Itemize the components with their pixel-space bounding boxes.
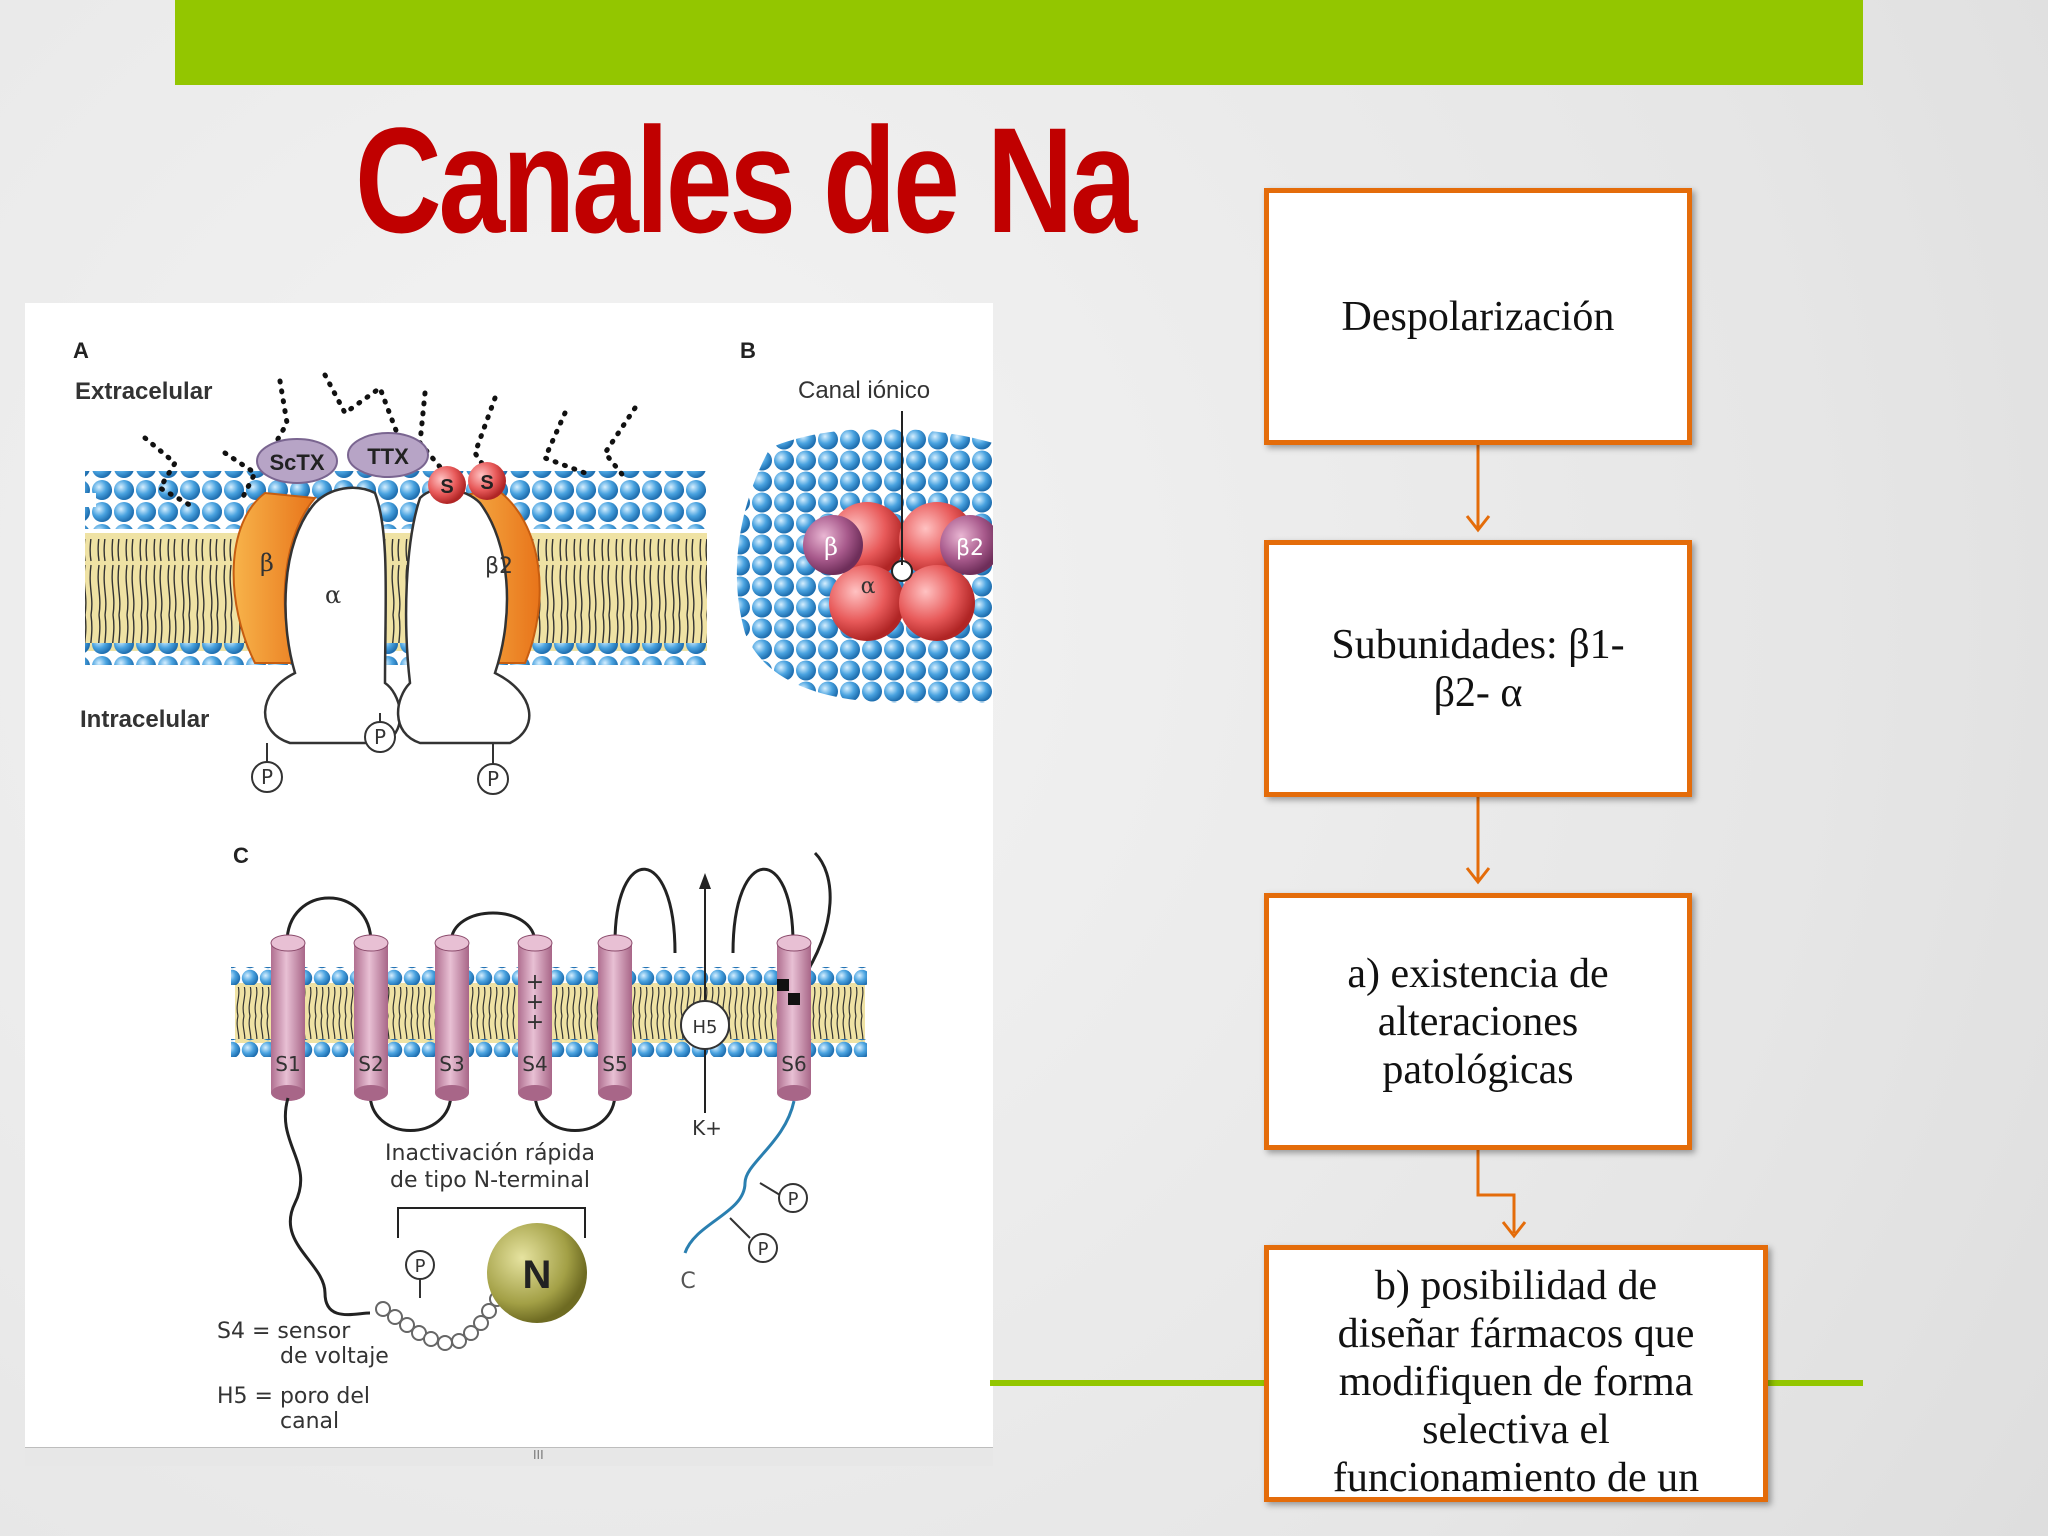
membrane-bilayer-a [85, 471, 707, 665]
flow-step-farmacos: b) posibilidad de diseñar fármacos que m… [1264, 1245, 1768, 1502]
segment-s1 [270, 934, 306, 1101]
segment-s3 [434, 934, 470, 1101]
step4-line-5: funcionamiento de un [1332, 1455, 1700, 1501]
pore-h5 [680, 873, 730, 1113]
disulfide-s-left [428, 466, 466, 504]
alpha-label-a: α [325, 581, 341, 609]
arrowhead-1-2 [1465, 515, 1491, 533]
beta-subunit [232, 491, 318, 664]
intracellular-label: Intracelular [80, 706, 209, 733]
segment-labels: S1 S2 S3 S4 S5 S6 + + + [275, 970, 806, 1076]
phospho-a-1: P [261, 765, 273, 789]
legend-s4-line-2: de voltaje [280, 1344, 389, 1369]
flow-step-despolarizacion: Despolarización [1264, 188, 1692, 445]
s3-label: S3 [439, 1052, 464, 1076]
s-label-right: S [480, 472, 493, 494]
phospho-c-n-label: P [415, 1256, 426, 1277]
step2-line-2: β2- α [1433, 669, 1523, 716]
sctx-label: ScTX [269, 450, 324, 475]
step3-line-1: a) existencia de [1347, 950, 1609, 997]
sodium-channel-figure: A Extracelular Intracelular β α β2 [25, 303, 993, 1455]
beta2-label-a: β2 [485, 554, 513, 579]
segment-s6 [776, 934, 812, 1101]
phospho-a-2: P [374, 725, 386, 749]
transmembrane-segments [270, 934, 812, 1101]
membrane-top-view-b [736, 411, 993, 703]
inactivation-bracket [397, 1207, 586, 1238]
s-label-left: S [440, 476, 453, 498]
beta-label-a: β [260, 549, 274, 577]
s2-label: S2 [358, 1052, 383, 1076]
s4-label: S4 [522, 1052, 547, 1076]
segment-s4 [517, 934, 553, 1101]
beta2-label-b: β2 [956, 536, 984, 561]
n-terminal-chain [283, 1097, 505, 1351]
step4-line-1: b) posibilidad de [1374, 1263, 1658, 1309]
step2-line-1: Subunidades: β1- [1331, 621, 1625, 668]
phospho-a-3: P [487, 767, 499, 791]
c-terminal-label: C [680, 1269, 695, 1294]
sctx-toxin [256, 438, 338, 484]
legend-s4-line-1: S4 = sensor [217, 1319, 351, 1344]
n-terminal-label: N [523, 1253, 552, 1297]
phospho-c-n [405, 1250, 435, 1280]
panel-a-letter: A [73, 338, 89, 363]
charge-1: + [526, 970, 544, 995]
panel-c-letter: C [233, 843, 249, 868]
legend-h5-line-2: canal [280, 1409, 339, 1434]
s6-label: S6 [781, 1052, 806, 1076]
figure-scrollbar[interactable]: III [25, 1447, 993, 1466]
alpha-subunit [232, 486, 541, 745]
alpha-label-b: α [861, 574, 876, 599]
channel-illustration: A Extracelular Intracelular β α β2 [73, 338, 993, 1434]
charge-3: + [526, 1010, 544, 1035]
step4-line-4: selectiva el [1422, 1407, 1610, 1453]
beta-label-b: β [824, 533, 838, 561]
connector-3-4 [1476, 1150, 1516, 1233]
s1-label: S1 [275, 1052, 300, 1076]
page-title: Canales de Na [355, 96, 1137, 264]
k-ion-label: K+ [692, 1116, 722, 1140]
disulfide-s-right [468, 462, 506, 500]
flow-step-subunidades: Subunidades: β1- β2- α [1264, 540, 1692, 797]
step4-line-3: modifiquen de forma [1338, 1359, 1694, 1405]
segment-s2 [353, 934, 389, 1101]
phospho-c-2-label: P [758, 1239, 769, 1260]
ttx-label: TTX [367, 444, 409, 469]
charge-2: + [526, 990, 544, 1015]
scroll-grip[interactable]: III [533, 1448, 544, 1462]
c-terminal-chain [683, 1100, 796, 1254]
step1-text: Despolarización [1341, 293, 1615, 340]
step4-line-2: diseñar fármacos que [1337, 1311, 1695, 1357]
phospho-c-2 [748, 1233, 778, 1263]
extracellular-label: Extracelular [75, 378, 212, 405]
s5-label: S5 [602, 1052, 627, 1076]
phospho-c-1 [778, 1183, 808, 1213]
phospho-c-1-label: P [788, 1189, 799, 1210]
n-terminal-ball [487, 1223, 587, 1323]
phospho-tags-a: P P P [251, 713, 509, 795]
extracellular-loops [285, 851, 832, 1132]
h5-label: H5 [693, 1017, 718, 1038]
step3-line-2: alteraciones [1377, 998, 1579, 1045]
pore-label: Canal iónico [798, 377, 930, 404]
ttx-toxin [347, 432, 429, 478]
arrowhead-3-4 [1501, 1221, 1527, 1239]
flow-step-alteraciones: a) existencia de alteraciones patológica… [1264, 893, 1692, 1150]
inactivation-line-2: de tipo N-terminal [390, 1168, 590, 1193]
arrowhead-2-3 [1465, 867, 1491, 885]
inactivation-line-1: Inactivación rápida [385, 1141, 595, 1166]
top-accent-bar [175, 0, 1863, 85]
legend-h5-line-1: H5 = poro del [217, 1384, 370, 1409]
segment-s5 [597, 934, 633, 1101]
figure-legend: S4 = sensor de voltaje H5 = poro del can… [217, 1319, 389, 1434]
step3-line-3: patológicas [1382, 1046, 1574, 1093]
panel-b-letter: B [740, 338, 756, 363]
